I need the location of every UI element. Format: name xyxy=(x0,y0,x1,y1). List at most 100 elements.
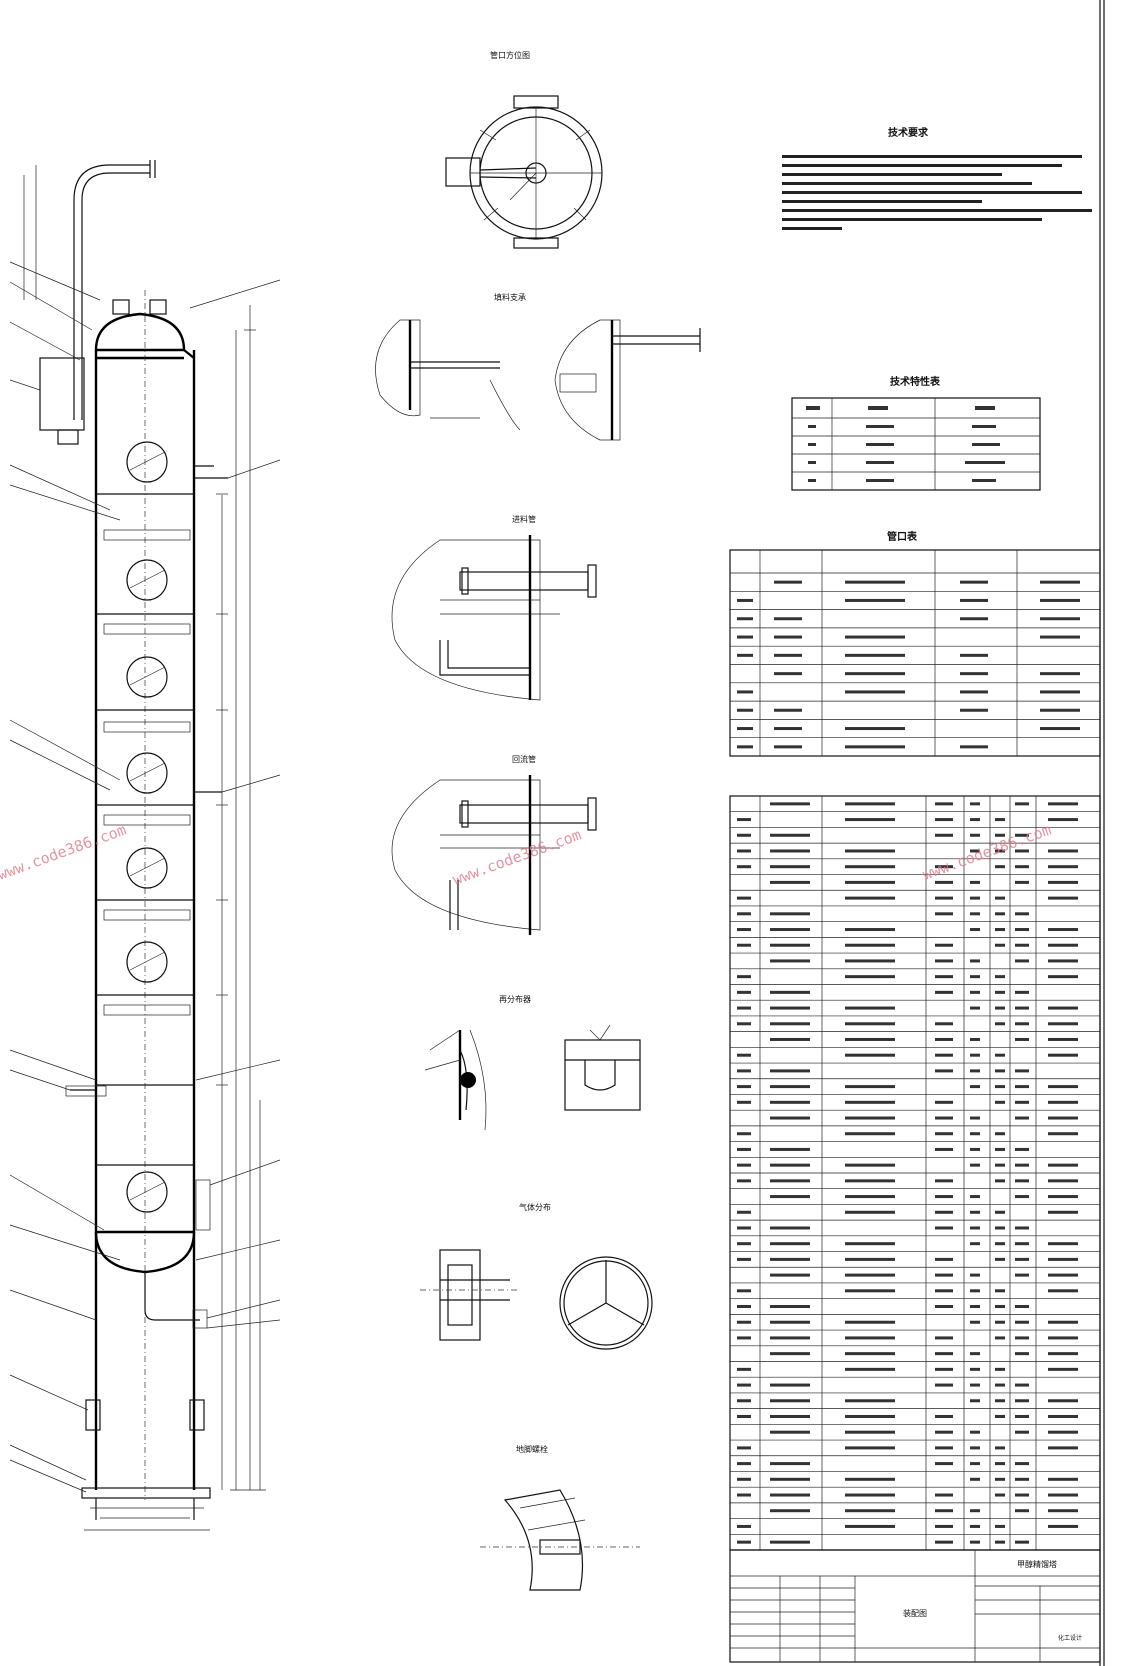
cell-glyph xyxy=(970,1305,980,1309)
cell-glyph xyxy=(935,1352,953,1356)
cell-glyph xyxy=(1048,865,1078,869)
cell-glyph xyxy=(970,1399,980,1403)
cell-glyph xyxy=(1048,1352,1078,1356)
cell-glyph xyxy=(845,849,895,853)
cell-glyph xyxy=(1015,1414,1029,1418)
cell-glyph xyxy=(935,990,953,994)
detail-title-1: 管口方位图 xyxy=(490,50,530,60)
cell-glyph xyxy=(1048,1336,1078,1340)
cell-glyph xyxy=(845,959,895,963)
cell-glyph xyxy=(845,1132,895,1136)
cell-glyph xyxy=(770,1430,810,1434)
cell-glyph xyxy=(995,1210,1005,1214)
cell-glyph xyxy=(845,818,895,822)
cell-glyph xyxy=(737,1524,751,1528)
cell-glyph xyxy=(935,1289,953,1293)
watermark-group: www.code386.com www.code386.com www.code… xyxy=(0,821,1054,889)
cell-glyph xyxy=(737,1163,751,1167)
technical-specs-table: 技术特性表 xyxy=(791,375,1041,491)
cell-glyph xyxy=(1040,617,1080,621)
cell-glyph xyxy=(1015,959,1029,963)
cell-glyph xyxy=(845,1163,895,1167)
cell-glyph xyxy=(970,975,980,979)
cell-glyph xyxy=(995,1462,1005,1466)
cell-glyph xyxy=(845,1242,895,1246)
cell-glyph xyxy=(737,1305,751,1309)
cell-glyph xyxy=(1015,880,1029,884)
cell-glyph xyxy=(845,653,905,657)
cell-glyph xyxy=(1048,943,1078,947)
cell-glyph xyxy=(774,635,802,639)
cell-glyph xyxy=(1015,1383,1029,1387)
cell-glyph xyxy=(970,928,980,932)
tray-section xyxy=(65,441,211,1231)
cell-glyph xyxy=(935,1022,953,1026)
cell-glyph xyxy=(1015,1116,1029,1120)
detail-title-3: 进料管 xyxy=(512,514,536,524)
cell-glyph xyxy=(1048,1037,1078,1041)
cell-glyph xyxy=(737,1399,751,1403)
cell-glyph xyxy=(845,1336,895,1340)
cell-glyph xyxy=(995,1446,1005,1450)
cell-glyph xyxy=(935,818,953,822)
cell-glyph xyxy=(960,580,988,584)
cell-glyph xyxy=(845,928,895,932)
cell-glyph xyxy=(935,1462,953,1466)
cell-glyph xyxy=(737,1100,751,1104)
cell-glyph xyxy=(935,1524,953,1528)
cell-glyph xyxy=(970,896,980,900)
cell-glyph xyxy=(970,1273,980,1277)
cell-glyph xyxy=(995,1493,1005,1497)
cell-glyph xyxy=(1048,1289,1078,1293)
cell-glyph xyxy=(770,880,810,884)
cell-glyph xyxy=(935,1446,953,1450)
cell-glyph xyxy=(770,1006,810,1010)
cell-glyph xyxy=(1048,975,1078,979)
cell-glyph xyxy=(1048,880,1078,884)
title-block: 甲醇精馏塔 装配图 化工设计 xyxy=(729,1549,1101,1663)
cell-glyph xyxy=(845,1493,895,1497)
cell-glyph xyxy=(737,1242,751,1246)
cell-glyph xyxy=(935,1367,953,1371)
cell-glyph xyxy=(1048,1006,1078,1010)
technical-requirements-title: 技术要求 xyxy=(888,126,929,139)
cell-glyph xyxy=(737,635,753,639)
cell-glyph xyxy=(935,1116,953,1120)
cell-glyph xyxy=(1048,1367,1078,1371)
cell-glyph xyxy=(970,1053,980,1057)
cell-glyph xyxy=(737,943,751,947)
cell-glyph xyxy=(737,912,751,916)
cell-glyph xyxy=(845,1022,895,1026)
cell-glyph xyxy=(935,1100,953,1104)
cell-glyph xyxy=(845,1037,895,1041)
cell-glyph xyxy=(845,1210,895,1214)
cell-glyph xyxy=(1015,1273,1029,1277)
cell-glyph xyxy=(1015,1320,1029,1324)
cell-glyph xyxy=(845,1367,895,1371)
cell-glyph xyxy=(1048,849,1078,853)
cell-glyph xyxy=(995,1336,1005,1340)
cell-glyph xyxy=(1015,802,1029,806)
cell-glyph xyxy=(1015,1195,1029,1199)
cell-glyph xyxy=(970,1069,980,1073)
cell-glyph xyxy=(935,975,953,979)
cell-glyph xyxy=(737,708,753,712)
cell-glyph xyxy=(935,943,953,947)
cell-glyph xyxy=(935,1195,953,1199)
cell-glyph xyxy=(845,727,905,731)
cell-glyph xyxy=(845,1006,895,1010)
cell-glyph xyxy=(1048,818,1078,822)
cell-glyph xyxy=(774,727,802,731)
cell-glyph xyxy=(1048,1493,1078,1497)
cell-glyph xyxy=(770,990,810,994)
cell-glyph xyxy=(1015,1147,1029,1151)
cell-glyph xyxy=(845,1116,895,1120)
cell-glyph xyxy=(770,802,810,806)
cell-glyph xyxy=(970,1352,980,1356)
cell-glyph xyxy=(1048,1273,1078,1277)
cell-glyph xyxy=(737,1462,751,1466)
cell-glyph xyxy=(770,1179,810,1183)
cell-glyph xyxy=(1048,1477,1078,1481)
cell-glyph xyxy=(737,1383,751,1387)
